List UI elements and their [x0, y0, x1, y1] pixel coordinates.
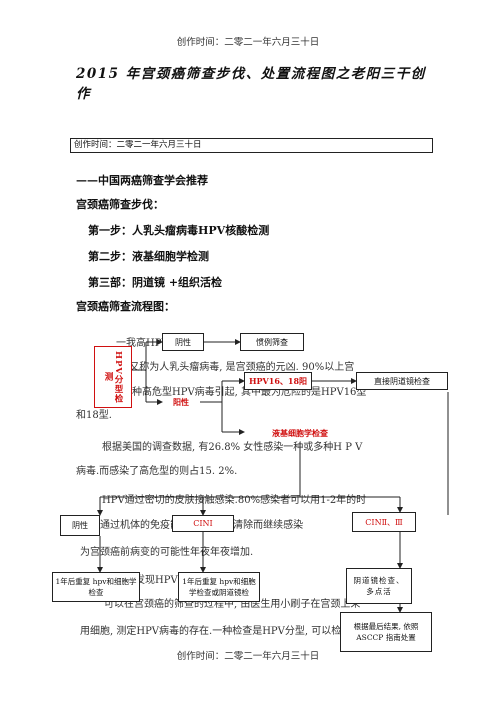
lbc-test-label: 液基细胞学检查 — [272, 427, 328, 438]
positive-label: 阳性 — [173, 396, 189, 407]
title-line-1: 2015 年宫颈癌筛查步伐、处置流程图之老阳三干创 — [76, 66, 426, 82]
recommendation-line: ——中国两癌筛查学会推荐 — [76, 174, 208, 187]
ascp-guideline-box: 根据最后结果, 依照ASCCP 指南处置 — [340, 612, 432, 652]
document-title: 2015 年宫颈癌筛查步伐、处置流程图之老阳三干创 作 — [76, 64, 426, 104]
step-3: 第三部：阴道镜 +组织活检 — [88, 276, 223, 289]
body-line-4: 和18型. — [76, 410, 112, 421]
body-line-2: HPV, 又称为人乳头瘤病毒, 是宫颈癌的元凶. 90%以上宫 — [102, 362, 355, 373]
body-line-11: 可以在宫颈癌的筛查的过程中, 由医生用小刷子在宫颈上采 — [104, 599, 361, 610]
page-header: 创作时间：二零二一年六月三十日 — [176, 37, 320, 48]
body-line-6: 病毒.而感染了高危型的则占15. 2%. — [76, 466, 238, 477]
cin1-box: CINⅠ — [172, 515, 234, 532]
step-2: 第二步：液基细胞学检测 — [88, 250, 209, 263]
flow-heading: 宫颈癌筛查流程图： — [76, 300, 175, 313]
body-line-10: 样发现HPV — [125, 575, 178, 586]
colposcopy-biopsy-box: 阴道镜检查、多点活 — [346, 568, 412, 604]
steps-heading: 宫颈癌筛查步伐： — [76, 198, 164, 211]
negative-top-box: 阴性 — [162, 333, 204, 351]
body-line-12: 用细胞, 测定HPV病毒的存在.一种检查是HPV分型, 可以检测 — [80, 626, 352, 637]
negative-left-box: 阴性 — [60, 515, 100, 536]
body-line-3: 由十几种高危型HPV病毒引起, 其中最为危险的是HPV16型 — [102, 387, 367, 398]
page-footer: 创作时间：二零二一年六月三十日 — [176, 651, 320, 662]
step-1: 第一步：人乳头瘤病毒HPV核酸检测 — [88, 224, 270, 237]
title-line-2: 作 — [76, 86, 91, 102]
routine-screen-box: 惯例筛查 — [240, 333, 304, 351]
recheck-hpv-colpo-box: 1年后重复 hpv和细胞学检查或阴道镜检 — [178, 572, 260, 602]
creation-time-box: 创作时间：二零二一年六月三十日 — [70, 138, 433, 153]
body-line-1: 一我高HPV — [116, 338, 169, 349]
cin23-box: CINⅡ、Ⅲ — [352, 512, 416, 532]
hpv1618-box: HPV16、18阳 — [244, 372, 312, 390]
direct-colposcopy-box: 直接阴道镜检查 — [356, 372, 448, 390]
body-line-5: 根据美国的调查数据, 有26.8% 女性感染一种或多种H P V — [102, 442, 363, 453]
hpv-test-box: HPV分型检测 — [94, 346, 132, 408]
body-line-9: 为宫颈癌前病变的可能性年夜年夜增加. — [80, 547, 254, 558]
body-line-7: HPV通过密切的皮肤接触感染.80%感染者可以用1-2年的时 — [102, 495, 367, 506]
recheck-hpv-box: 1年后重复 hpv和细胞学检查 — [52, 572, 140, 602]
